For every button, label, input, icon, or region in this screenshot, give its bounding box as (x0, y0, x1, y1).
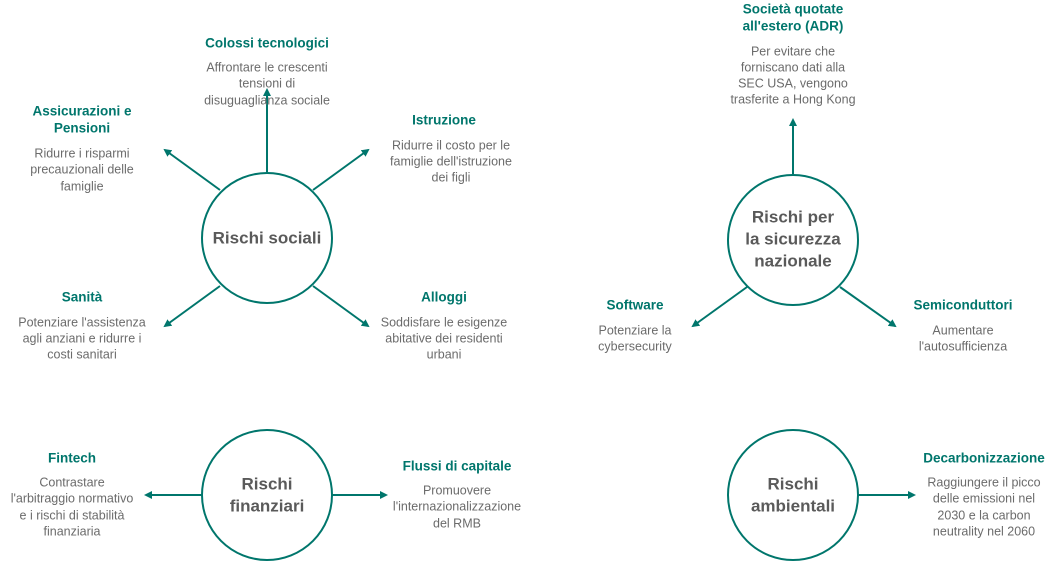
insurance-desc: Ridurre i risparmi (34, 146, 129, 160)
arrow-up-right-icon (312, 148, 370, 191)
environmental-risks-circle (727, 429, 859, 561)
environmental-risks-label: Rischi (767, 474, 818, 493)
decarbonization-desc: 2030 e la carbon (937, 508, 1030, 522)
tech-title: Colossi tecnologici (205, 36, 329, 51)
arrow-down-left-icon (691, 286, 748, 328)
fintech-desc: finanziaria (44, 524, 101, 538)
decarbonization-desc: Raggiungere il picco (927, 475, 1040, 489)
health-desc: agli anziani e ridurre i (23, 331, 142, 345)
tech-desc: Affrontare le crescenti (206, 60, 327, 74)
insurance-desc: famiglie (60, 179, 103, 193)
insurance-title: Pensioni (54, 121, 110, 136)
software-desc: cybersecurity (598, 339, 672, 353)
health-desc: Potenziare l'assistenza (18, 315, 146, 329)
capital-flows-title: Flussi di capitale (403, 459, 512, 474)
software-title: Software (606, 298, 664, 313)
fintech-desc: Contrastare (39, 475, 104, 489)
semiconductors-desc: Aumentare (932, 323, 993, 337)
education-desc: famiglie dell'istruzione (390, 154, 512, 168)
security-risks-label: Rischi per (752, 207, 835, 226)
capital-flows-desc: l'internazionalizzazione (393, 499, 521, 513)
health-title: Sanità (62, 290, 103, 305)
health-desc: costi sanitari (47, 347, 116, 361)
housing-desc: abitative dei residenti (385, 331, 502, 345)
environmental-risks-label: ambientali (751, 496, 835, 515)
insurance-title: Assicurazioni e (32, 104, 132, 119)
tech-desc: disuguaglianza sociale (204, 93, 330, 107)
financial-risks-label: finanziari (230, 496, 305, 515)
decarbonization-desc: neutrality nel 2060 (933, 524, 1035, 538)
social-risks-group: Rischi sociali Colossi tecnologici Affro… (18, 36, 512, 362)
software-desc: Potenziare la (599, 323, 672, 337)
housing-desc: Soddisfare le esigenze (381, 315, 508, 329)
capital-flows-desc: Promuovere (423, 483, 491, 497)
security-risks-label: la sicurezza (745, 229, 841, 248)
adr-desc: Per evitare che (751, 44, 835, 58)
semiconductors-desc: l'autosufficienza (919, 339, 1007, 353)
housing-title: Alloggi (421, 290, 467, 305)
social-risks-label: Rischi sociali (213, 228, 322, 247)
education-title: Istruzione (412, 113, 476, 128)
arrow-down-left-icon (163, 285, 221, 328)
education-desc: Ridurre il costo per le (392, 138, 510, 152)
security-risks-label: nazionale (754, 251, 831, 270)
decarbonization-title: Decarbonizzazione (923, 451, 1045, 466)
adr-desc: SEC USA, vengono (738, 76, 848, 90)
insurance-desc: precauzionali delle (30, 162, 134, 176)
adr-desc: trasferite a Hong Kong (730, 92, 855, 106)
arrow-down-right-icon (839, 286, 897, 328)
capital-flows-desc: del RMB (433, 516, 481, 530)
arrow-up-left-icon (163, 148, 221, 191)
adr-title: all'estero (ADR) (743, 19, 844, 34)
housing-desc: urbani (427, 347, 462, 361)
decarbonization-desc: delle emissioni nel (933, 491, 1035, 505)
social-risks-circle (201, 172, 333, 304)
fintech-desc: l'arbitraggio normativo (11, 491, 134, 505)
semiconductors-title: Semiconduttori (913, 298, 1012, 313)
arrow-down-right-icon (312, 285, 370, 328)
security-risks-circle (727, 174, 859, 306)
security-risks-group: Rischi per la sicurezza nazionale Societ… (598, 2, 1012, 354)
adr-desc: forniscano dati alla (741, 60, 845, 74)
financial-risks-circle (201, 429, 333, 561)
education-desc: dei figli (432, 170, 471, 184)
fintech-title: Fintech (48, 451, 96, 466)
environmental-risks-group: Rischi ambientali Decarbonizzazione Ragg… (727, 429, 1045, 561)
adr-title: Società quotate (743, 2, 844, 17)
financial-risks-group: Rischi finanziari Fintech Contrastare l'… (11, 429, 521, 561)
tech-desc: tensioni di (239, 76, 295, 90)
financial-risks-label: Rischi (241, 474, 292, 493)
fintech-desc: e i rischi di stabilità (20, 508, 125, 522)
